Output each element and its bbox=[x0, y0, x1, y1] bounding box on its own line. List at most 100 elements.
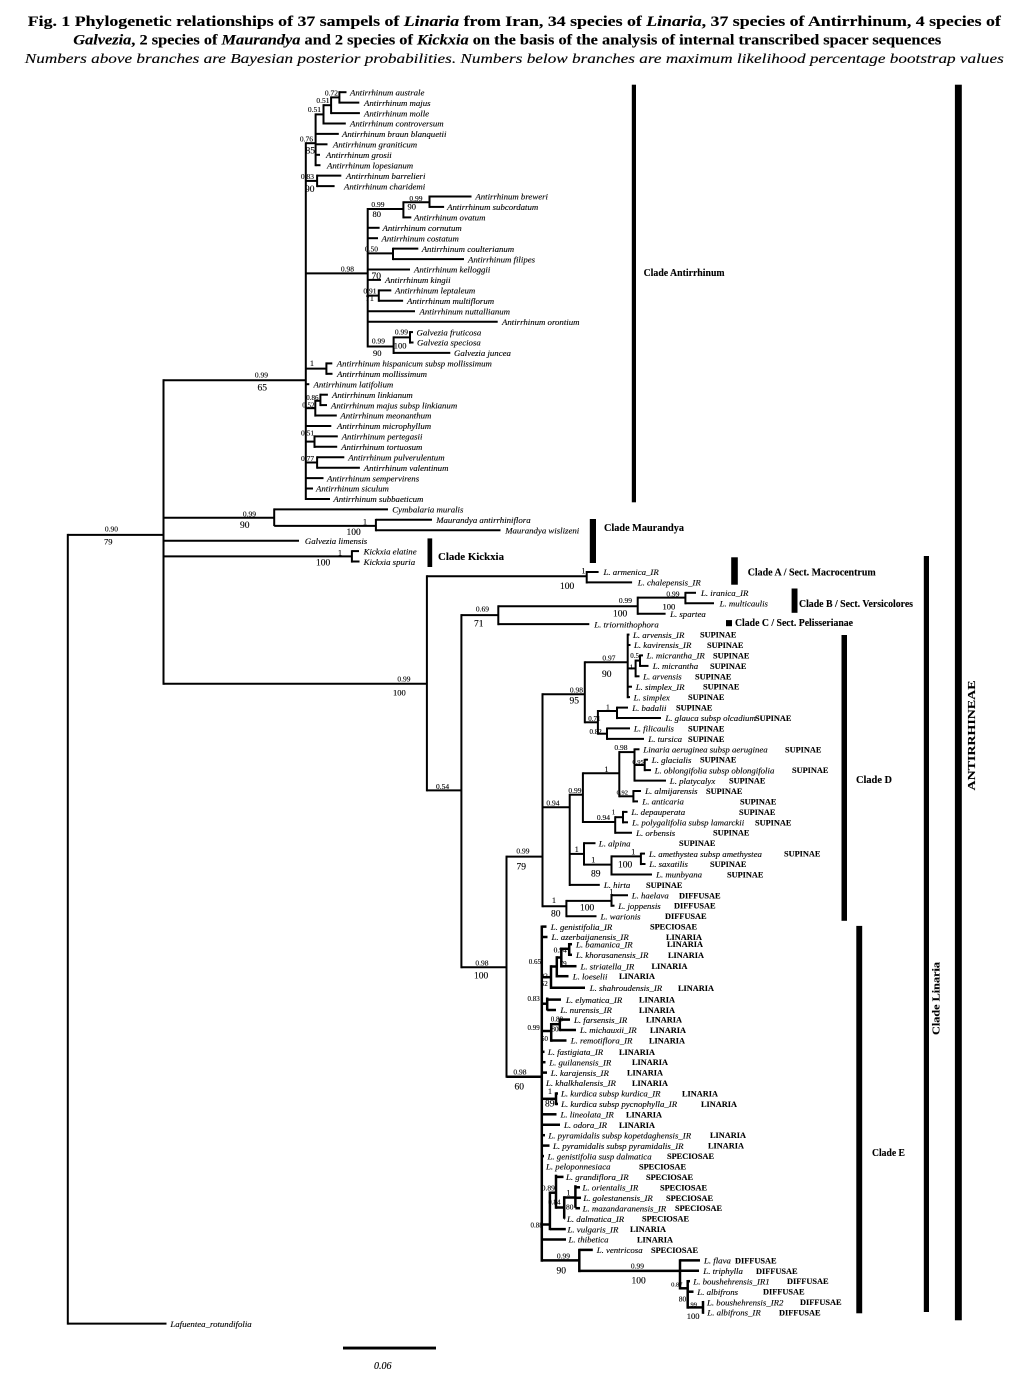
svg-text:L. kurdica subsp kurdica_IR: L. kurdica subsp kurdica_IR bbox=[560, 1089, 661, 1099]
svg-text:100: 100 bbox=[474, 972, 489, 982]
svg-text:1: 1 bbox=[631, 848, 635, 857]
svg-text:SPECIOSAE: SPECIOSAE bbox=[667, 1152, 714, 1161]
svg-text:L. alpina: L. alpina bbox=[598, 838, 631, 848]
svg-text:DIFFUSAE: DIFFUSAE bbox=[665, 912, 707, 921]
svg-text:Cymbalaria muralis: Cymbalaria muralis bbox=[392, 505, 464, 515]
svg-text:100: 100 bbox=[394, 341, 407, 351]
svg-text:Antirrhinum tortuosum: Antirrhinum tortuosum bbox=[340, 442, 422, 452]
svg-text:L. peloponnesiaca: L. peloponnesiaca bbox=[545, 1162, 611, 1172]
svg-text:L. remotiflora_IR: L. remotiflora_IR bbox=[570, 1036, 633, 1046]
svg-text:SUPINAE: SUPINAE bbox=[703, 683, 740, 692]
svg-text:SUPINAE: SUPINAE bbox=[739, 808, 776, 817]
svg-text:SPECIOSAE: SPECIOSAE bbox=[650, 923, 697, 932]
svg-text:71: 71 bbox=[366, 293, 375, 303]
svg-text:Clade Maurandya: Clade Maurandya bbox=[604, 522, 684, 534]
svg-text:0.83: 0.83 bbox=[528, 995, 541, 1003]
svg-text:LINARIA: LINARIA bbox=[632, 1079, 668, 1088]
svg-text:SUPINAE: SUPINAE bbox=[707, 641, 744, 650]
svg-text:SUPINAE: SUPINAE bbox=[755, 818, 792, 827]
svg-text:0.5: 0.5 bbox=[630, 652, 639, 660]
svg-text:L. shahroudensis_IR: L. shahroudensis_IR bbox=[589, 983, 663, 993]
svg-text:0.99: 0.99 bbox=[395, 328, 408, 337]
svg-text:Antirrhinum pulverulentum: Antirrhinum pulverulentum bbox=[347, 452, 444, 462]
svg-text:0.84: 0.84 bbox=[548, 1199, 561, 1207]
svg-text:LINARIA: LINARIA bbox=[619, 1121, 655, 1130]
svg-text:0.99: 0.99 bbox=[243, 510, 256, 519]
svg-text:Antirrhinum subcordatum: Antirrhinum subcordatum bbox=[446, 202, 538, 212]
svg-text:92: 92 bbox=[541, 972, 549, 980]
svg-text:Antirrhinum majus subsp linkia: Antirrhinum majus subsp linkianum bbox=[330, 400, 457, 410]
svg-text:0.86: 0.86 bbox=[306, 394, 319, 402]
svg-text:SUPINAE: SUPINAE bbox=[785, 745, 822, 754]
svg-text:Antirrhinum cornutum: Antirrhinum cornutum bbox=[382, 223, 462, 233]
svg-text:Antirrhinum siculum: Antirrhinum siculum bbox=[315, 484, 389, 494]
svg-text:SPECIOSAE: SPECIOSAE bbox=[642, 1215, 689, 1224]
svg-text:0.92: 0.92 bbox=[617, 790, 628, 797]
svg-text:0.99: 0.99 bbox=[631, 1262, 644, 1271]
svg-text:Antirrhinum australe: Antirrhinum australe bbox=[349, 87, 424, 97]
svg-text:L. multicaulis: L. multicaulis bbox=[719, 599, 769, 609]
svg-text:Antirrhinum multiflorum: Antirrhinum multiflorum bbox=[406, 296, 494, 306]
svg-text:0.94: 0.94 bbox=[597, 813, 610, 822]
svg-text:1: 1 bbox=[338, 549, 342, 558]
svg-text:0.72: 0.72 bbox=[325, 89, 338, 98]
svg-text:Antirrhinum latifolium: Antirrhinum latifolium bbox=[313, 379, 394, 389]
svg-text:0.99: 0.99 bbox=[557, 1252, 570, 1261]
svg-text:99: 99 bbox=[691, 1302, 698, 1309]
svg-text:1: 1 bbox=[610, 887, 614, 896]
svg-text:Antirrhinum orontium: Antirrhinum orontium bbox=[501, 317, 579, 327]
svg-text:Galvezia, 2 species of Maurand: Galvezia, 2 species of Maurandya and 2 s… bbox=[73, 33, 942, 49]
svg-text:DIFFUSAE: DIFFUSAE bbox=[800, 1298, 842, 1307]
svg-text:0.99: 0.99 bbox=[372, 337, 385, 346]
svg-text:Galvezia speciosa: Galvezia speciosa bbox=[417, 338, 481, 348]
svg-text:L. orientalis_IR: L. orientalis_IR bbox=[582, 1183, 639, 1193]
svg-text:SUPINAE: SUPINAE bbox=[695, 672, 732, 681]
svg-text:50: 50 bbox=[541, 1035, 549, 1043]
svg-text:L. genistifolia susp dalmatica: L. genistifolia susp dalmatica bbox=[547, 1151, 653, 1161]
svg-text:L. iranica_IR: L. iranica_IR bbox=[700, 588, 749, 598]
svg-text:0.98: 0.98 bbox=[614, 743, 627, 752]
svg-text:SPECIOSAE: SPECIOSAE bbox=[639, 1163, 686, 1172]
svg-text:L. badalii: L. badalii bbox=[631, 703, 667, 713]
svg-text:LINARIA: LINARIA bbox=[632, 1058, 668, 1067]
svg-text:Clade D: Clade D bbox=[856, 774, 892, 786]
svg-text:Maurandya wislizeni: Maurandya wislizeni bbox=[504, 526, 580, 536]
svg-text:0.97: 0.97 bbox=[602, 654, 615, 663]
svg-text:0.51: 0.51 bbox=[301, 429, 314, 438]
svg-text:Clade E: Clade E bbox=[872, 1147, 905, 1159]
svg-text:L. mazandaranensis_IR: L. mazandaranensis_IR bbox=[582, 1203, 667, 1213]
svg-text:SUPINAE: SUPINAE bbox=[755, 714, 792, 723]
svg-text:SPECIOSAE: SPECIOSAE bbox=[651, 1246, 698, 1255]
svg-text:0.99: 0.99 bbox=[666, 589, 679, 598]
svg-text:L. elymatica_IR: L. elymatica_IR bbox=[565, 995, 623, 1005]
svg-text:L. simplex: L. simplex bbox=[633, 692, 670, 702]
svg-text:L. oblongifolia subsp oblongif: L. oblongifolia subsp oblongifolia bbox=[654, 765, 775, 775]
svg-text:L. triphylla: L. triphylla bbox=[702, 1266, 743, 1276]
svg-text:L. munbyana: L. munbyana bbox=[655, 870, 703, 880]
svg-text:LINARIA: LINARIA bbox=[639, 996, 675, 1005]
svg-text:L. tursica: L. tursica bbox=[647, 734, 682, 744]
svg-text:0.65: 0.65 bbox=[529, 958, 542, 966]
svg-text:LINARIA: LINARIA bbox=[649, 1037, 685, 1046]
svg-text:Clade C / Sect. Pelisserianae: Clade C / Sect. Pelisserianae bbox=[735, 617, 853, 629]
svg-text:0.94: 0.94 bbox=[546, 799, 559, 808]
svg-text:Clade Kickxia: Clade Kickxia bbox=[438, 551, 504, 563]
svg-text:1: 1 bbox=[605, 765, 609, 774]
svg-text:Galvezia juncea: Galvezia juncea bbox=[454, 348, 512, 358]
svg-text:SUPINAE: SUPINAE bbox=[713, 829, 750, 838]
svg-text:LINARIA: LINARIA bbox=[630, 1225, 666, 1234]
svg-text:Antirrhinum subbaeticum: Antirrhinum subbaeticum bbox=[332, 494, 423, 504]
svg-text:Antirrhinum mollissimum: Antirrhinum mollissimum bbox=[336, 369, 427, 379]
svg-text:Galvezia limensis: Galvezia limensis bbox=[305, 536, 368, 546]
svg-text:1: 1 bbox=[591, 856, 595, 865]
svg-text:Antirrhinum charidemi: Antirrhinum charidemi bbox=[343, 181, 426, 191]
svg-text:Clade Linaria: Clade Linaria bbox=[931, 961, 943, 1035]
svg-text:SUPINAE: SUPINAE bbox=[740, 797, 777, 806]
svg-text:0.88: 0.88 bbox=[531, 1221, 544, 1229]
svg-text:Linaria aeruginea subsp aerugi: Linaria aeruginea subsp aeruginea bbox=[642, 745, 768, 755]
svg-text:Clade A / Sect. Macrocentrum: Clade A / Sect. Macrocentrum bbox=[748, 567, 876, 579]
svg-text:SPECIOSAE: SPECIOSAE bbox=[675, 1204, 722, 1213]
svg-text:79: 79 bbox=[104, 537, 113, 547]
svg-text:Antirrhinum kelloggii: Antirrhinum kelloggii bbox=[413, 265, 491, 275]
svg-text:LINARIA: LINARIA bbox=[626, 1110, 662, 1119]
